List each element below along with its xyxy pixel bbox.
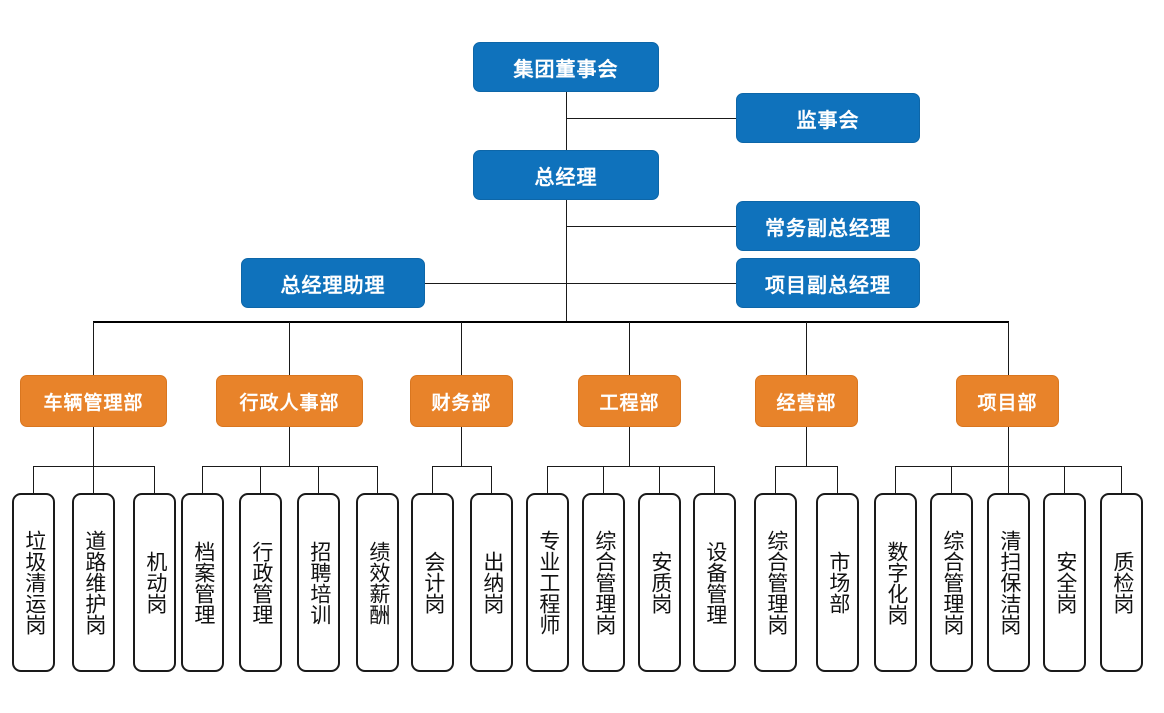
connector-dept-3-child-2 — [491, 466, 492, 493]
node-general-manager-assistant[interactable]: 总经理助理 — [241, 258, 425, 308]
connector-bus-to-dept-2 — [289, 322, 290, 375]
connector-dept-4-child-4 — [714, 466, 715, 493]
node-department-engineering[interactable]: 工程部 — [578, 375, 681, 427]
connector-dept-4-child-3 — [659, 466, 660, 493]
leaf-position[interactable]: 质检岗 — [1100, 493, 1143, 672]
leaf-position[interactable]: 综合管理岗 — [754, 493, 797, 672]
connector-dept-1-child-2 — [93, 466, 94, 493]
connector-dept-4-child-1 — [547, 466, 548, 493]
connector-bus-to-dept-1 — [93, 322, 94, 375]
connector-trunk-to-executive-vp — [566, 226, 736, 227]
leaf-position[interactable]: 数字化岗 — [874, 493, 917, 672]
sub-bus-dept-5 — [775, 466, 837, 467]
sub-bus-dept-4 — [547, 466, 714, 467]
leaf-position[interactable]: 综合管理岗 — [582, 493, 625, 672]
sub-bus-dept-3 — [432, 466, 491, 467]
connector-dept-1-child-1 — [33, 466, 34, 493]
connector-dept-2-child-4 — [377, 466, 378, 493]
node-department-finance[interactable]: 财务部 — [410, 375, 513, 427]
connector-bus-to-dept-5 — [806, 322, 807, 375]
leaf-position[interactable]: 行政管理 — [239, 493, 282, 672]
department-bus — [93, 321, 1009, 323]
connector-dept-6-stem — [1008, 427, 1009, 466]
connector-dept-6-child-2 — [951, 466, 952, 493]
connector-gm-trunk-to-supervisory — [566, 118, 736, 119]
connector-dept-6-child-1 — [895, 466, 896, 493]
connector-dept-2-child-2 — [260, 466, 261, 493]
leaf-position[interactable]: 清扫保洁岗 — [987, 493, 1030, 672]
leaf-position[interactable]: 安全岗 — [1043, 493, 1086, 672]
connector-board-to-gm — [566, 92, 567, 150]
sub-bus-dept-2 — [202, 466, 377, 467]
node-executive-vice-general-manager[interactable]: 常务副总经理 — [736, 201, 920, 251]
node-general-manager[interactable]: 总经理 — [473, 150, 659, 200]
node-department-operations[interactable]: 经营部 — [755, 375, 858, 427]
connector-dept-5-child-1 — [775, 466, 776, 493]
connector-dept-1-child-3 — [154, 466, 155, 493]
leaf-position[interactable]: 设备管理 — [693, 493, 736, 672]
connector-trunk-to-project-vp — [566, 283, 736, 284]
node-supervisory-board[interactable]: 监事会 — [736, 93, 920, 143]
leaf-position[interactable]: 绩效薪酬 — [356, 493, 399, 672]
connector-gm-to-bus — [566, 200, 567, 322]
connector-dept-3-stem — [461, 427, 462, 466]
leaf-position[interactable]: 垃圾清运岗 — [12, 493, 55, 672]
connector-bus-to-dept-4 — [629, 322, 630, 375]
connector-dept-5-stem — [806, 427, 807, 466]
node-department-vehicle-management[interactable]: 车辆管理部 — [20, 375, 167, 427]
connector-dept-5-child-2 — [837, 466, 838, 493]
node-department-admin-hr[interactable]: 行政人事部 — [216, 375, 363, 427]
connector-dept-6-child-5 — [1121, 466, 1122, 493]
connector-dept-6-child-3 — [1008, 466, 1009, 493]
leaf-position[interactable]: 市场部 — [816, 493, 859, 672]
connector-bus-to-dept-6 — [1008, 322, 1009, 375]
connector-bus-to-dept-3 — [461, 322, 462, 375]
connector-dept-6-child-4 — [1064, 466, 1065, 493]
leaf-position[interactable]: 会计岗 — [411, 493, 454, 672]
leaf-position[interactable]: 招聘培训 — [297, 493, 340, 672]
connector-dept-4-stem — [629, 427, 630, 466]
connector-dept-3-child-1 — [432, 466, 433, 493]
leaf-position[interactable]: 道路维护岗 — [72, 493, 115, 672]
leaf-position[interactable]: 档案管理 — [181, 493, 224, 672]
connector-dept-2-child-3 — [318, 466, 319, 493]
leaf-position[interactable]: 安质岗 — [638, 493, 681, 672]
leaf-position[interactable]: 出纳岗 — [470, 493, 513, 672]
leaf-position[interactable]: 综合管理岗 — [930, 493, 973, 672]
connector-dept-2-child-1 — [202, 466, 203, 493]
connector-dept-1-stem — [93, 427, 94, 466]
leaf-position[interactable]: 专业工程师 — [526, 493, 569, 672]
connector-dept-2-stem — [289, 427, 290, 466]
connector-dept-4-child-2 — [603, 466, 604, 493]
connector-trunk-to-gm-assistant — [425, 283, 566, 284]
node-board-of-directors[interactable]: 集团董事会 — [473, 42, 659, 92]
node-department-project[interactable]: 项目部 — [956, 375, 1059, 427]
node-project-vice-general-manager[interactable]: 项目副总经理 — [736, 258, 920, 308]
leaf-position[interactable]: 机动岗 — [133, 493, 176, 672]
